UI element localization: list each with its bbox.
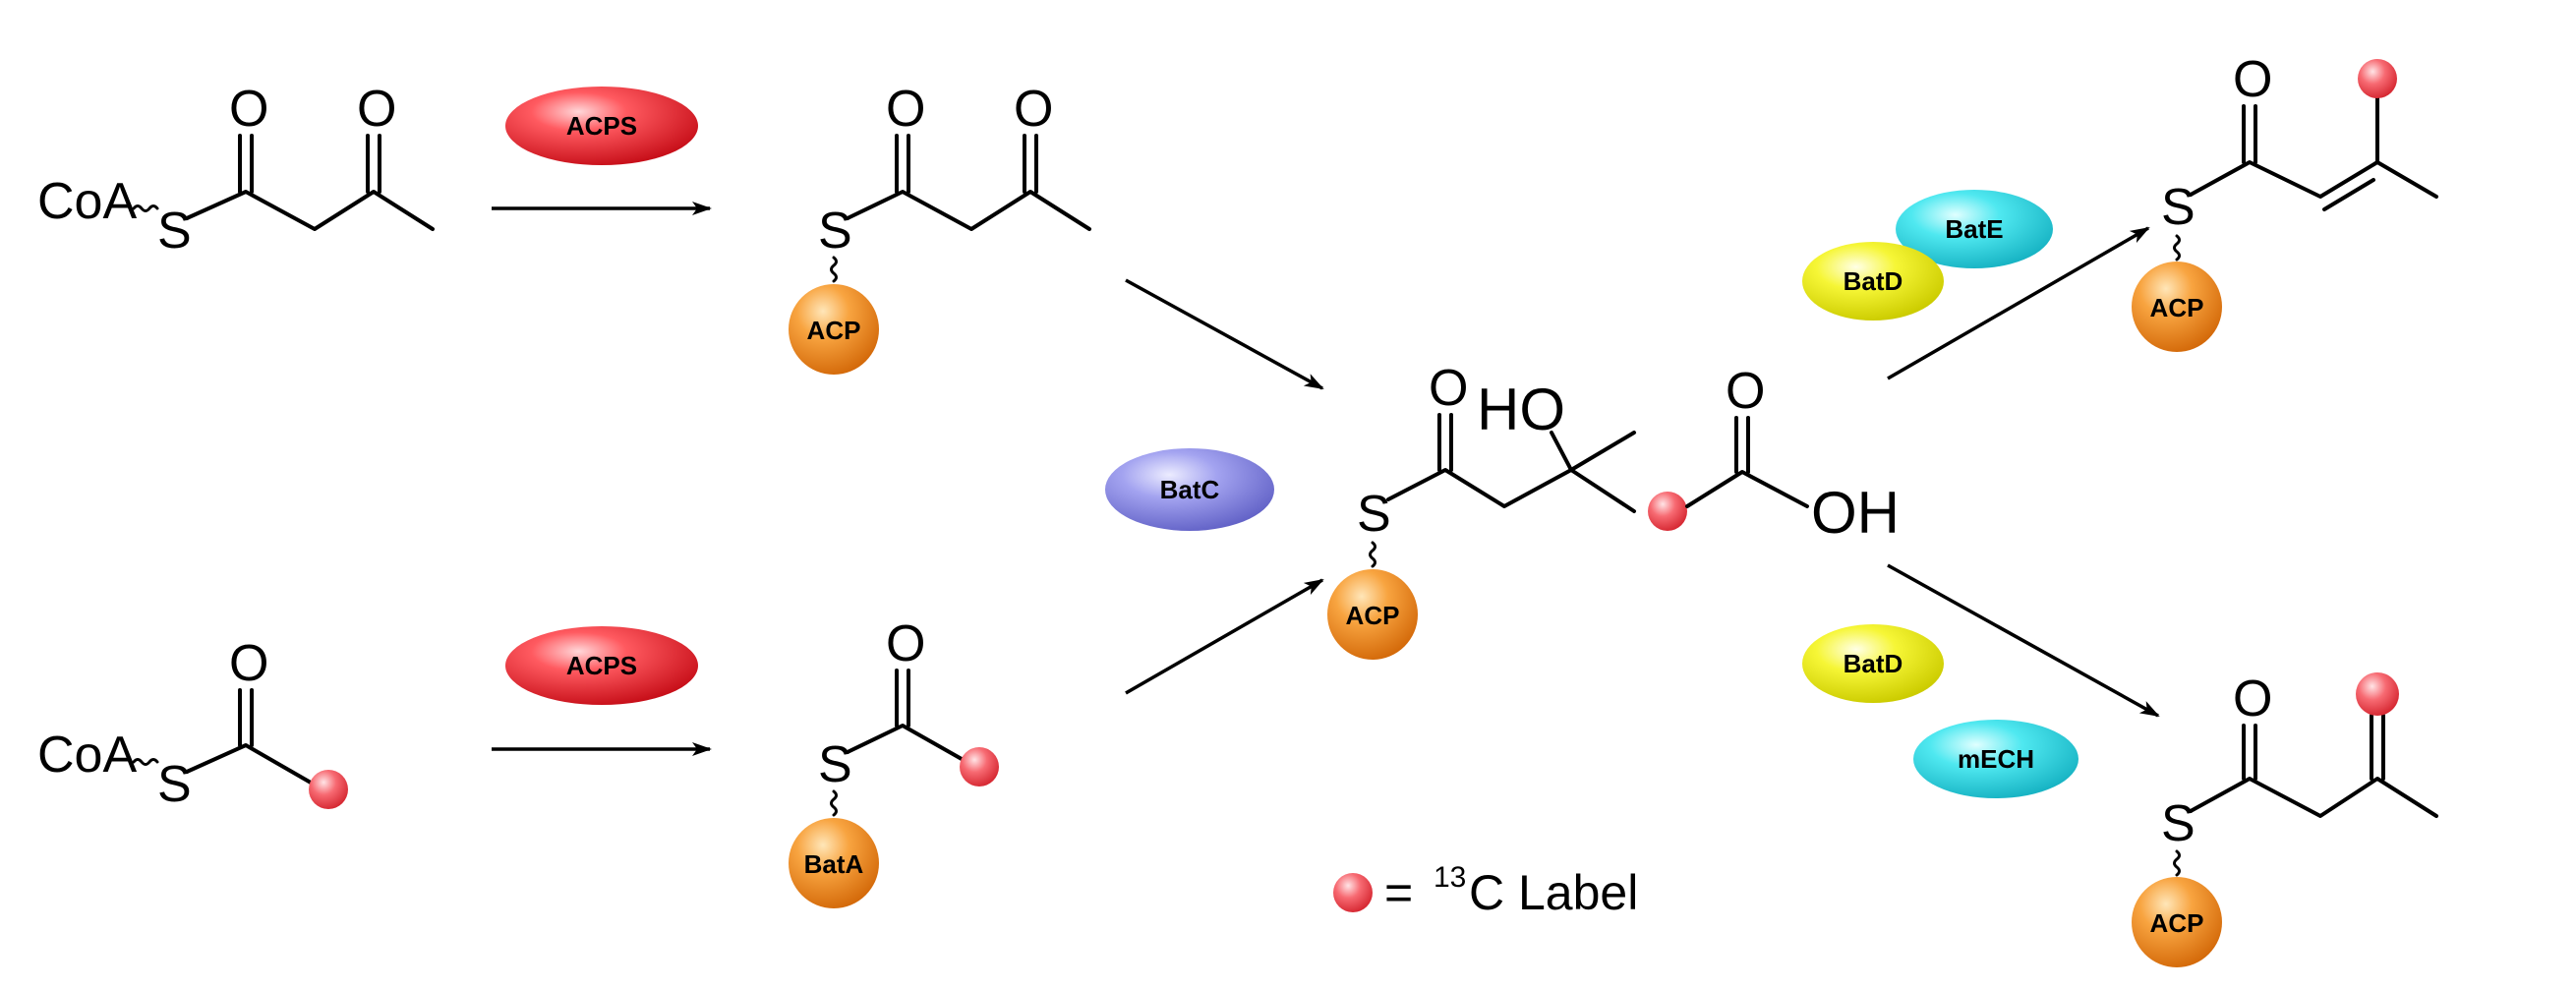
legend: = 13 C Label bbox=[1333, 861, 1638, 920]
sulfur-atom: S bbox=[2161, 179, 2195, 236]
hydroxyl-bond bbox=[1550, 431, 1573, 472]
enzyme-acps-bottom: ACPS bbox=[505, 626, 698, 705]
double-bond-inner bbox=[2322, 178, 2375, 211]
carbon-13-label-ball bbox=[960, 747, 999, 786]
carrier-label: ACP bbox=[2150, 293, 2204, 322]
oxygen-atom: O bbox=[2233, 51, 2272, 108]
reaction-arrow bbox=[1887, 563, 2160, 718]
carbon-13-label-ball bbox=[2356, 672, 2399, 716]
methylcrotonyl-acp: S O ACP bbox=[2132, 51, 2438, 352]
carbon-13-label-ball bbox=[1648, 492, 1687, 531]
coa-label: CoA bbox=[37, 173, 137, 230]
labeled-acetoacetyl-acp: S O ACP bbox=[2132, 670, 2438, 967]
carbon-chain bbox=[1386, 468, 1636, 513]
enzyme-label: BatD bbox=[1844, 649, 1903, 678]
oxygen-atom: O bbox=[1429, 360, 1468, 417]
hmg-acp-intermediate: S O HO O OH ACP bbox=[1327, 360, 1900, 660]
sulfur-atom: S bbox=[818, 203, 852, 260]
hydroxyl-group: HO bbox=[1477, 377, 1565, 442]
labeled-acetyl-coa: CoA S O bbox=[37, 635, 348, 813]
carrier-protein-ball bbox=[789, 818, 879, 908]
wavy-bond bbox=[132, 204, 159, 212]
sulfur-atom: S bbox=[157, 203, 192, 260]
carrier-protein-ball bbox=[2132, 877, 2222, 967]
enzyme-label: mECH bbox=[1958, 744, 2034, 774]
oxygen-atom: O bbox=[1726, 363, 1765, 420]
wavy-bond bbox=[830, 789, 838, 817]
sulfur-atom: S bbox=[818, 736, 852, 793]
oxygen-atom: O bbox=[229, 81, 268, 138]
carrier-label: ACP bbox=[1346, 601, 1400, 630]
enzyme-mech: mECH bbox=[1913, 720, 2078, 798]
enzyme-acps-top: ACPS bbox=[505, 87, 698, 165]
wavy-bond bbox=[2173, 849, 2181, 877]
carrier-protein-ball bbox=[789, 284, 879, 375]
oxygen-atom: O bbox=[886, 81, 925, 138]
sulfur-atom: S bbox=[1357, 486, 1391, 543]
legend-label: C Label bbox=[1469, 865, 1638, 920]
carbon-13-label-ball bbox=[2358, 59, 2397, 98]
legend-superscript: 13 bbox=[1434, 861, 1466, 894]
enzyme-label: BatD bbox=[1844, 266, 1903, 296]
reaction-arrow bbox=[1125, 578, 1324, 695]
carboxyl-chain bbox=[1685, 470, 1809, 508]
enzyme-batd-bottom: BatD bbox=[1802, 624, 1944, 703]
oxygen-atom: O bbox=[1014, 81, 1053, 138]
wavy-bond bbox=[1369, 541, 1376, 568]
reaction-arrow bbox=[1887, 226, 2150, 380]
carbon-chain bbox=[2189, 777, 2438, 818]
labeled-acetyl-bata: S O BatA bbox=[789, 615, 999, 908]
wavy-bond bbox=[2173, 234, 2181, 262]
coa-label: CoA bbox=[37, 727, 137, 784]
acetoacetyl-acp: S O O ACP bbox=[789, 81, 1091, 375]
carboxylic-acid-group: OH bbox=[1811, 480, 1900, 546]
carbon-chain bbox=[2189, 160, 2438, 199]
enzyme-label: BatC bbox=[1160, 475, 1220, 504]
carbon-chain bbox=[846, 724, 964, 761]
methyl-bond bbox=[1569, 431, 1636, 472]
carbon-13-label-ball bbox=[1333, 873, 1373, 912]
enzyme-batd-top: BatD bbox=[1802, 242, 1944, 320]
acetoacetyl-coa: CoA S O O bbox=[37, 81, 435, 260]
reaction-arrow bbox=[1125, 278, 1324, 390]
enzyme-batc: BatC bbox=[1105, 448, 1274, 531]
sulfur-atom: S bbox=[2161, 795, 2195, 852]
oxygen-atom: O bbox=[357, 81, 396, 138]
carrier-label: ACP bbox=[2150, 908, 2204, 938]
carbon-13-label-ball bbox=[309, 770, 348, 809]
oxygen-atom: O bbox=[886, 615, 925, 672]
oxygen-atom: O bbox=[229, 635, 268, 692]
carrier-protein-ball bbox=[1327, 569, 1418, 660]
enzyme-bate: BatE bbox=[1896, 190, 2053, 268]
sulfur-atom: S bbox=[157, 756, 192, 813]
carrier-protein-ball bbox=[2132, 262, 2222, 352]
carrier-label: ACP bbox=[807, 316, 861, 345]
wavy-bond bbox=[830, 256, 838, 283]
wavy-bond bbox=[132, 758, 159, 766]
carbon-chain bbox=[185, 743, 313, 785]
legend-equals: = bbox=[1384, 865, 1413, 920]
enzyme-label: ACPS bbox=[566, 111, 637, 141]
carbon-chain bbox=[185, 190, 435, 231]
enzyme-label: BatE bbox=[1945, 214, 2003, 244]
enzyme-label: ACPS bbox=[566, 651, 637, 680]
oxygen-atom: O bbox=[2233, 670, 2272, 728]
carbon-chain bbox=[846, 190, 1091, 231]
carrier-label: BatA bbox=[804, 849, 864, 879]
